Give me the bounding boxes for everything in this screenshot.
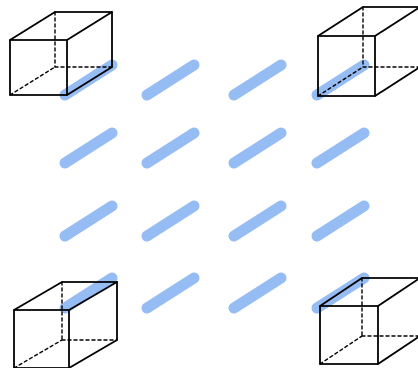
stroke-r4-c2	[141, 272, 200, 314]
edge-top-left-depth	[13, 281, 63, 311]
edge-bottom-right-depth	[374, 67, 418, 97]
cube-bottom-left	[13, 281, 118, 368]
edge-hidden-bottom-left-depth	[317, 66, 364, 97]
edge-bottom-right-depth	[66, 66, 113, 96]
edge-top-left-depth	[9, 11, 56, 41]
edge-hidden-bottom-left-depth	[13, 339, 63, 368]
cube-top-right	[317, 6, 418, 97]
stroke-r1-c1	[59, 59, 118, 101]
edge-top-right-depth	[68, 281, 118, 311]
stroke-r4-c3	[228, 272, 287, 314]
stroke-r2-c2	[141, 127, 200, 169]
edge-bottom-right-depth	[377, 336, 418, 365]
stroke-r1-c3	[228, 59, 287, 101]
edge-bottom-right-depth	[68, 339, 118, 368]
stroke-r1-c2	[141, 59, 200, 101]
edge-top-left-depth	[317, 6, 364, 37]
stroke-r3-c3	[228, 200, 287, 242]
edge-top-left-depth	[319, 277, 363, 307]
stroke-r3-c1	[59, 200, 118, 242]
edge-top-right-depth	[66, 11, 113, 41]
stroke-r2-c4	[311, 127, 370, 169]
cube-group	[9, 6, 418, 368]
stroke-r2-c1	[59, 127, 118, 169]
stroke-grid	[59, 59, 370, 314]
stroke-r3-c2	[141, 200, 200, 242]
stroke-r2-c3	[228, 127, 287, 169]
cube-bottom-right	[319, 277, 418, 365]
cube-top-left	[9, 11, 113, 96]
stroke-r4-c1	[59, 272, 118, 314]
edge-hidden-bottom-left-depth	[319, 335, 363, 365]
stroke-r1-c4	[311, 59, 370, 101]
edge-top-right-depth	[377, 278, 418, 307]
stroke-r3-c4	[311, 200, 370, 242]
edge-top-right-depth	[374, 7, 418, 37]
edge-hidden-bottom-left-depth	[9, 66, 56, 96]
